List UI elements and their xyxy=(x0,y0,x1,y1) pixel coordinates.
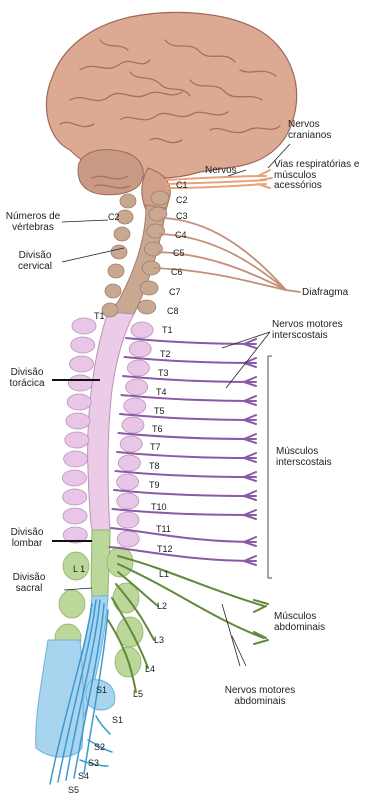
thoracic-vertebra-right xyxy=(117,493,139,509)
thoracic-vertebra-left xyxy=(63,508,87,524)
thoracic-vertebra-left xyxy=(67,394,91,410)
seg-label: T4 xyxy=(156,388,167,397)
seg-label: T10 xyxy=(151,503,167,512)
thoracic-vertebra-right xyxy=(126,379,148,395)
thoracic-nerve xyxy=(117,452,256,458)
seg-label: S4 xyxy=(78,772,89,781)
seg-label: C4 xyxy=(175,231,187,240)
cerebellum xyxy=(78,150,143,195)
label-vias-respiratorias: Vias respiratórias e músculos acessórios xyxy=(274,160,364,192)
seg-label: C1 xyxy=(176,181,188,190)
thoracic-vertebra-left xyxy=(65,432,89,448)
seg-label: T5 xyxy=(154,407,165,416)
cervical-vertebra-right xyxy=(147,224,165,238)
seg-label: C5 xyxy=(173,249,185,258)
label-musculos-abdominais: Músculos abdominais xyxy=(274,612,354,633)
thoracic-vertebra-left xyxy=(72,318,96,334)
thoracic-vertebra-right xyxy=(122,417,144,433)
label-divisao-cervical: Divisão cervical xyxy=(10,251,60,272)
seg-label: T3 xyxy=(158,369,169,378)
cervical-vertebra-right xyxy=(151,191,169,205)
thoracic-vertebra-left xyxy=(64,451,88,467)
label-nervos: Nervos xyxy=(205,166,237,177)
thoracic-vertebra-right xyxy=(127,360,149,376)
seg-label: C3 xyxy=(176,212,188,221)
seg-label: S1 xyxy=(112,716,123,725)
seg-label: L5 xyxy=(133,690,143,699)
thoracic-vertebra-left xyxy=(68,375,92,391)
thoracic-vertebra-left xyxy=(71,337,95,353)
cervical-vertebra-left xyxy=(120,194,136,208)
thoracic-vertebra-right xyxy=(120,436,142,452)
thoracic-vertebra-right xyxy=(117,474,139,490)
seg-label: T2 xyxy=(160,350,171,359)
seg-label: T1 xyxy=(94,312,105,321)
label-nervos-motores-interscostais: Nervos motores interscostais xyxy=(272,320,364,341)
thoracic-vertebra-right xyxy=(131,322,153,338)
thoracic-vertebra-left xyxy=(70,356,94,372)
cervical-vertebra-left xyxy=(114,227,130,241)
cervical-vertebra-right xyxy=(140,281,158,295)
label-nervos-motores-abdominais: Nervos motores abdominais xyxy=(210,686,310,707)
seg-label: S2 xyxy=(94,743,105,752)
label-diafragma: Diafragma xyxy=(302,288,348,299)
seg-label: C2 xyxy=(108,213,120,222)
label-nervos-cranianos: Nervos cranianos xyxy=(288,120,348,141)
label-divisao-toracica: Divisão torácica xyxy=(2,368,52,389)
seg-label: S5 xyxy=(68,786,79,795)
seg-label: C6 xyxy=(171,268,183,277)
cervical-vertebra-left xyxy=(111,245,127,259)
seg-label: T7 xyxy=(150,443,161,452)
seg-label: T9 xyxy=(149,481,160,490)
seg-label: C7 xyxy=(169,288,181,297)
seg-label: L1 xyxy=(159,570,169,579)
seg-label: L3 xyxy=(154,636,164,645)
cervical-vertebra-right xyxy=(144,242,162,256)
seg-label: T11 xyxy=(156,525,171,534)
cervical-vertebra-left xyxy=(108,264,124,278)
label-numeros-vertebras: Números de vértebras xyxy=(4,212,62,233)
cervical-vertebra-left xyxy=(105,284,121,298)
thoracic-vertebra-right xyxy=(118,455,140,471)
seg-label: C2 xyxy=(176,196,188,205)
seg-label: S1 xyxy=(96,686,107,695)
seg-label: C8 xyxy=(167,307,179,316)
label-divisao-lombar: Divisão lombar xyxy=(4,528,50,549)
label-divisao-sacral: Divisão sacral xyxy=(6,573,52,594)
thoracic-nerve xyxy=(116,471,257,477)
thoracic-vertebra-right xyxy=(117,512,139,528)
cervical-vertebra-right xyxy=(138,300,156,314)
thoracic-vertebra-right xyxy=(117,531,139,547)
seg-label: T6 xyxy=(152,425,163,434)
lumbar-vertebra-left xyxy=(59,590,85,618)
thoracic-vertebra-right xyxy=(124,398,146,414)
seg-label: T1 xyxy=(162,326,173,335)
thoracic-vertebra-left xyxy=(63,489,87,505)
seg-label: L 1 xyxy=(73,565,85,574)
seg-label: S3 xyxy=(88,759,99,768)
seg-label: T12 xyxy=(157,545,173,554)
thoracic-vertebra-left xyxy=(62,470,86,486)
thoracic-vertebra-left xyxy=(66,413,90,429)
seg-label: L2 xyxy=(157,602,167,611)
seg-label: T8 xyxy=(149,462,160,471)
thoracic-vertebra-right xyxy=(129,341,151,357)
seg-label: L4 xyxy=(145,665,155,674)
label-musculos-interscostais: Músculos interscostais xyxy=(276,447,356,468)
